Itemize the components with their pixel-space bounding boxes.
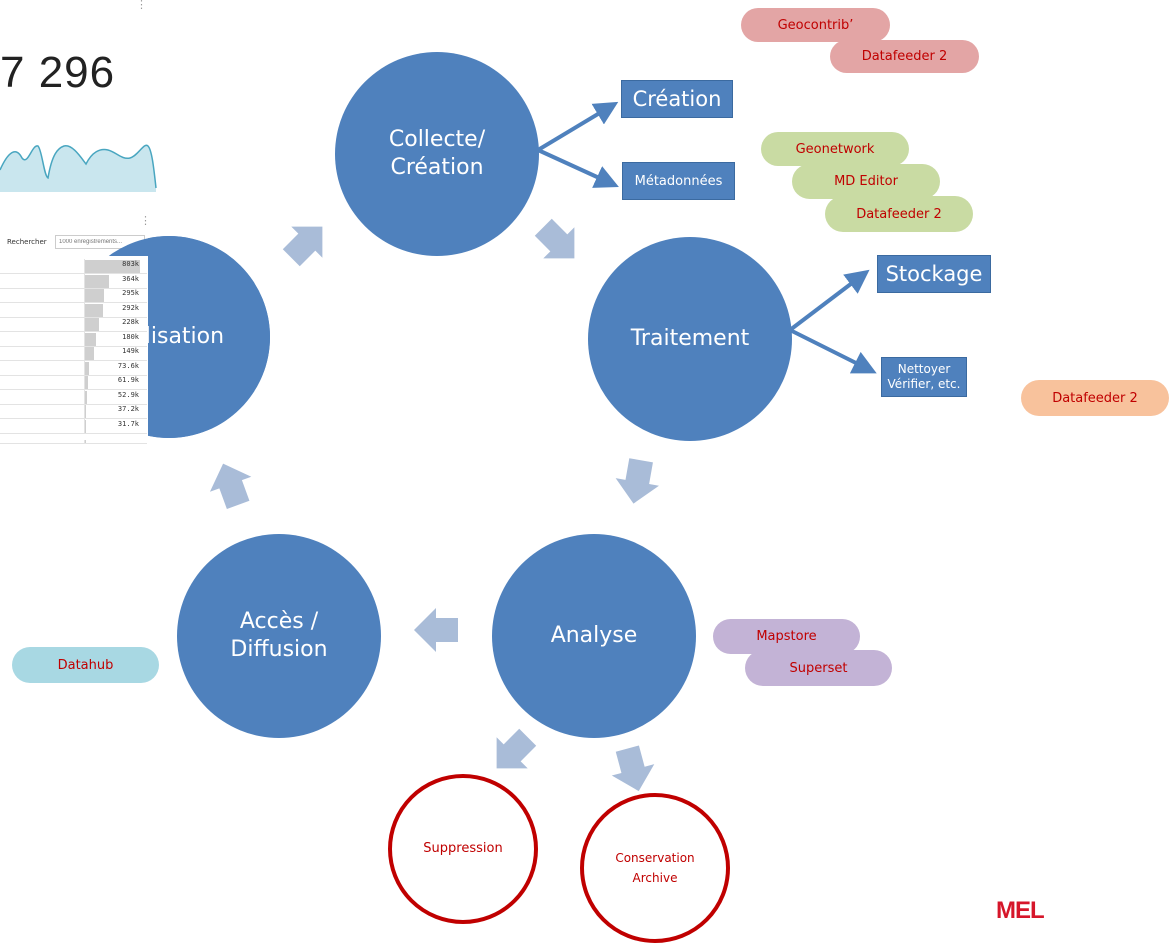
box-metadonnees: Métadonnées: [622, 162, 735, 200]
table-row-bar: [85, 274, 109, 288]
table-cell-divider: [84, 288, 85, 302]
tool-superset: Superset: [745, 650, 892, 686]
table-cell-requests: 295k: [122, 289, 139, 297]
table-row[interactable]: 295k: [0, 288, 147, 303]
table-row-bar: [85, 390, 87, 404]
arrow-to-stockage: [788, 269, 870, 332]
stage-utilisation-visible: Utilisation: [148, 236, 270, 438]
block-arrow-acces-utilisation: [209, 463, 252, 510]
stage-collecte-creation: Collecte/ Création: [335, 52, 539, 256]
table-row[interactable]: 149k: [0, 346, 147, 361]
arrow-to-creation: [536, 101, 619, 152]
table-row[interactable]: 180k: [0, 331, 147, 347]
block-arrow-analyse-conservation: [611, 745, 655, 792]
outcome-conservation-archive: Conservation Archive: [580, 793, 730, 943]
dashboard-table-overlay: 803k 364k 295k 292k 228k 180k 149k 73.6k 61.9k 52…: [0, 256, 148, 440]
table-row[interactable]: 364k: [0, 273, 147, 289]
search-input[interactable]: [55, 235, 145, 249]
table-row[interactable]: 61.9k: [0, 375, 147, 390]
table-cell-divider: [84, 259, 85, 273]
box-nettoyer: Nettoyer Vérifier, etc.: [881, 357, 967, 397]
table-cell-requests: 52.9k: [117, 390, 139, 399]
table-row-bar: [85, 332, 96, 346]
table-cell-requests: 73.6k: [117, 361, 139, 370]
stage-acces-diffusion: Accès / Diffusion: [177, 534, 381, 738]
tool-geocontrib: Geocontrib’: [741, 8, 890, 42]
box-stockage: Stockage: [877, 255, 991, 293]
table-cell-requests: 180k: [122, 332, 139, 341]
table-row-bar: [85, 289, 104, 302]
metric-kebab-icon[interactable]: ⋮: [136, 0, 147, 11]
table-kebab-icon[interactable]: ⋮: [140, 214, 151, 227]
table-cell-divider: [84, 360, 85, 375]
block-arrow-collecte-traitement: [534, 218, 575, 259]
table-cell-requests: 228k: [122, 318, 139, 326]
block-arrow-traitement-analyse: [615, 458, 659, 504]
table-cell-divider: [84, 389, 85, 404]
table-row-bar: [85, 260, 140, 273]
tool-mapstore: Mapstore: [713, 619, 860, 654]
block-arrow-utilisation-collecte: [282, 226, 323, 267]
table-cell-requests: 61.9k: [117, 376, 139, 384]
tool-geonetwork: Geonetwork: [761, 132, 909, 166]
table-row[interactable]: 292k: [0, 302, 147, 318]
table-row[interactable]: 228k: [0, 317, 147, 332]
table-row-bar: [85, 347, 94, 360]
search-label: Rechercher: [7, 238, 47, 246]
table-body-overlay: 803k 364k 295k 292k 228k 180k 149k 73.6k 61.9k 52…: [0, 256, 148, 440]
table-cell-divider: [84, 418, 85, 433]
table-cell-divider: [84, 346, 85, 360]
tool-datafeeder-green: Datafeeder 2: [825, 196, 973, 232]
arrow-to-metadonnees: [537, 148, 619, 188]
table-row-bar: [85, 419, 86, 433]
table-row[interactable]: 803k: [0, 259, 147, 274]
stage-analyse: Analyse: [492, 534, 696, 738]
table-cell-requests: 31.7k: [117, 419, 139, 428]
table-cell-divider: [84, 404, 85, 418]
tool-datahub: Datahub: [12, 647, 159, 683]
table-row-bar: [85, 376, 88, 389]
table-row-bar: [85, 405, 86, 418]
table-cell-requests: 292k: [122, 303, 139, 312]
table-row-bar: [85, 303, 103, 317]
metric-sparkline: [0, 144, 157, 192]
table-cell-divider: [84, 375, 85, 389]
tool-datafeeder-orange: Datafeeder 2: [1021, 380, 1169, 416]
outcome-suppression: Suppression: [388, 774, 538, 924]
box-creation: Création: [621, 80, 733, 118]
block-arrow-analyse-acces: [414, 608, 458, 652]
table-row[interactable]: 37.2k: [0, 404, 147, 419]
stage-traitement: Traitement: [588, 237, 792, 441]
table-cell-divider: [84, 273, 85, 288]
metric-value: 7 296: [0, 48, 116, 97]
table-cell-requests: 149k: [122, 347, 139, 355]
mel-logo: MEL: [996, 897, 1045, 924]
block-arrow-analyse-suppression: [496, 728, 537, 769]
stage-utilisation-cover: Utilisation: [148, 236, 270, 438]
table-cell-requests: 803k: [122, 260, 139, 268]
table-row-bar: [85, 318, 99, 331]
table-row[interactable]: 52.9k: [0, 389, 147, 405]
table-cell-divider: [84, 302, 85, 317]
table-cell-requests: 364k: [122, 274, 139, 283]
table-row[interactable]: 31.7k: [0, 418, 147, 434]
dashboard-metric-panel: ⋮ 7 296: [0, 0, 160, 200]
tool-datafeeder-red: Datafeeder 2: [830, 40, 979, 73]
tool-md-editor: MD Editor: [792, 164, 940, 199]
table-cell-divider: [84, 331, 85, 346]
table-row-bar: [85, 361, 89, 375]
table-cell-requests: 37.2k: [117, 405, 139, 413]
table-cell-divider: [84, 317, 85, 331]
arrow-to-nettoyer: [789, 328, 877, 374]
table-row[interactable]: 73.6k: [0, 360, 147, 376]
